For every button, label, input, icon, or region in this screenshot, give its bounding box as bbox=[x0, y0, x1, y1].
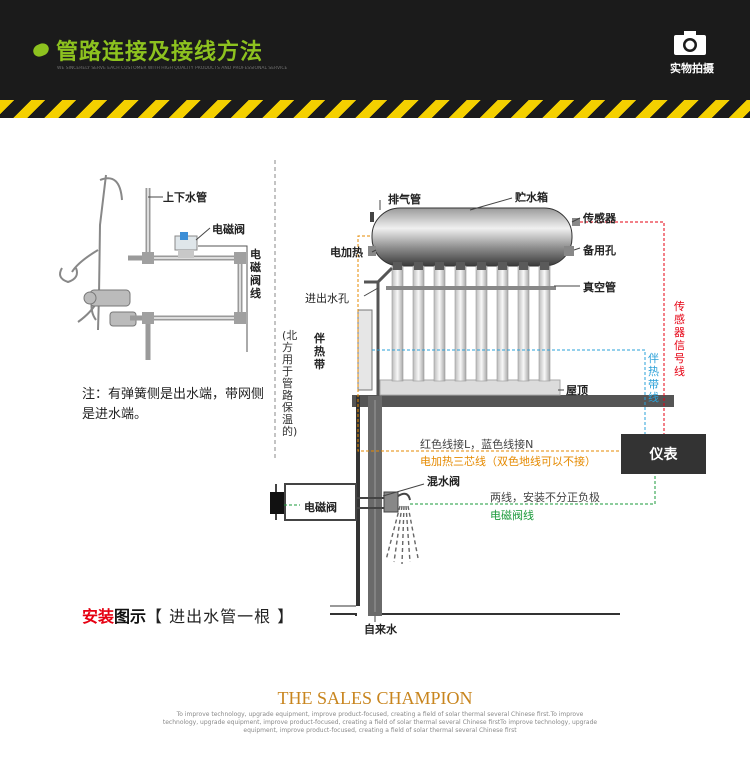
label-tap-water: 自来水 bbox=[364, 623, 397, 636]
label-sensor-signal-line: 传感器信号线 bbox=[674, 300, 685, 378]
label-solenoid-line: 电磁阀线 bbox=[490, 509, 534, 522]
label-mixer-valve: 混水阀 bbox=[427, 475, 460, 488]
label-pipe: 上下水管 bbox=[163, 191, 207, 204]
mixer-valve-body bbox=[383, 491, 399, 513]
shower-assembly bbox=[59, 174, 123, 331]
small-solenoid-valve-icon bbox=[174, 232, 198, 258]
install-note: 注：有弹簧侧是出水端，带网侧是进水端。 bbox=[82, 387, 265, 422]
label-inlet-outlet: 进出水孔 bbox=[305, 292, 349, 305]
diagram-caption: 安装图示【 进出水管一根 】 bbox=[82, 603, 294, 627]
solenoid-line-path bbox=[410, 474, 656, 505]
sensor-signal-line bbox=[580, 221, 665, 438]
label-vent-pipe: 排气管 bbox=[388, 193, 421, 206]
page-title: 管路连接及接线方法 bbox=[56, 40, 264, 65]
tube-rack bbox=[386, 286, 556, 290]
photo-label: 实物拍摄 bbox=[670, 62, 714, 75]
vacuum-tubes bbox=[391, 265, 551, 382]
roof-slab bbox=[352, 395, 674, 407]
caption-install: 安装 bbox=[82, 607, 115, 626]
label-tank: 贮水箱 bbox=[515, 191, 548, 204]
label-spare-hole: 备用孔 bbox=[583, 244, 616, 257]
label-heat-tape-line: 伴热带线 bbox=[648, 352, 659, 404]
hazard-stripe bbox=[0, 100, 750, 118]
camera-icon bbox=[674, 31, 706, 55]
wire-note-1: 红色线接L，蓝色线接N bbox=[420, 438, 534, 451]
caption-diagram: 图示 bbox=[114, 607, 147, 626]
shower-mixer-body bbox=[83, 289, 137, 327]
label-solenoid-valve: 电磁阀 bbox=[304, 501, 337, 514]
left-pipes bbox=[128, 188, 243, 360]
label-valve-wire: 电磁阀线 bbox=[250, 248, 261, 300]
wire-note-2: 电加热三芯线（双色地线可以不接） bbox=[420, 455, 596, 468]
meter-box: 仪表 bbox=[621, 434, 706, 474]
caption-pipe: 【 进出水管一根 】 bbox=[146, 607, 295, 626]
label-roof: 屋顶 bbox=[566, 384, 588, 397]
label-valve-small: 电磁阀 bbox=[212, 223, 245, 236]
header-subtitle: WE SINCERELY SERVE EACH CUSTOMER WITH HI… bbox=[57, 66, 287, 71]
heat-tape-bar bbox=[357, 309, 373, 391]
electric-heat-line bbox=[357, 235, 621, 452]
label-heat-tape: 伴热带 bbox=[314, 332, 325, 371]
shower-spray bbox=[385, 505, 419, 565]
header-bar: 管路连接及接线方法 WE SINCERELY SERVE EACH CUSTOM… bbox=[0, 0, 750, 100]
insulation-note: (北方用于管路保温的) bbox=[282, 329, 298, 438]
solenoid-valve-body bbox=[270, 492, 284, 514]
label-vacuum-tube: 真空管 bbox=[583, 281, 616, 294]
left-fittings bbox=[142, 252, 246, 324]
footer-text: To improve technology, upgrade equipment… bbox=[162, 711, 598, 734]
heat-tape-line-path bbox=[372, 349, 646, 434]
wire-note-3: 两线，安装不分正负极 bbox=[490, 491, 600, 504]
footer-title: THE SALES CHAMPION bbox=[277, 688, 473, 708]
water-tank bbox=[371, 207, 573, 267]
label-sensor: 传感器 bbox=[583, 212, 616, 225]
label-electric-heat: 电加热 bbox=[330, 246, 363, 259]
roof-base bbox=[379, 379, 561, 396]
